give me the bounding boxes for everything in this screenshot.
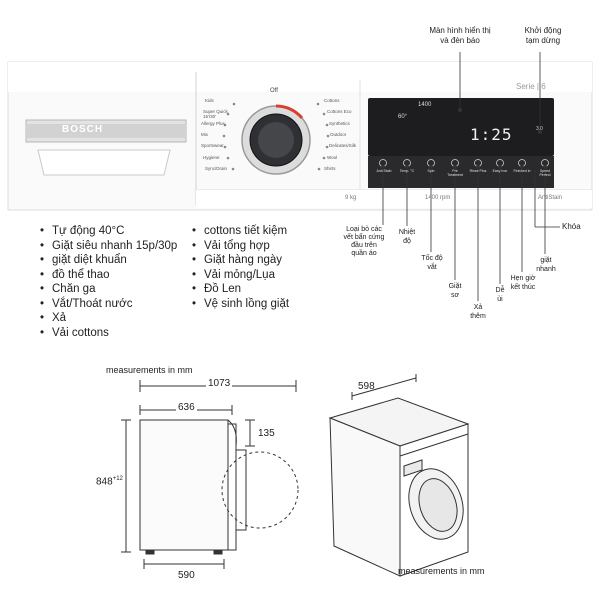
program-vn-right-0: cottons tiết kiệm [192, 224, 289, 239]
dim-height-value: 848 [96, 476, 113, 488]
program-knob-highlight [258, 122, 294, 158]
panel-top-band [8, 62, 592, 92]
callout-temp: Nhiệt độ [398, 229, 416, 245]
knob-progress-arc [275, 104, 304, 120]
strip-weight: 9 kg [345, 195, 357, 201]
program-right-5: Wool [327, 155, 338, 160]
button-strip [368, 156, 554, 188]
program-vn-left-0: Tự động 40°C [40, 224, 177, 239]
program-list-left: Tự động 40°C Giặt siêu nhanh 15p/30p giặ… [40, 224, 177, 340]
program-vn-left-3: đồ thể thao [40, 268, 177, 283]
perspective-view-drawing [328, 374, 470, 577]
program-left-2: Allergy Plus [201, 121, 225, 126]
program-vn-left-7: Vải cottons [40, 326, 177, 341]
display-spin: 1400 [418, 102, 432, 108]
callout-lock: Khóa [562, 222, 581, 231]
program-vn-left-5: Vắt/Thoát nước [40, 297, 177, 312]
strip-rpm: 1400 rpm [425, 195, 451, 201]
program-right-4: Delicates/Silk [329, 143, 357, 148]
program-right-0: Cottons [324, 98, 340, 103]
program-vn-right-4: Đồ Len [192, 282, 289, 297]
panel-bottom-strip [196, 190, 592, 208]
button-callouts [381, 165, 560, 301]
dim-body-depth: 636 [176, 402, 197, 413]
program-vn-left-6: Xả [40, 311, 177, 326]
program-left-5: Hygiene [203, 155, 220, 160]
callout-iron: Dễ ủi [495, 287, 505, 303]
program-left-1: Super Quick 15'/30' [203, 109, 228, 119]
program-vn-right-2: Giặt hàng ngày [192, 253, 289, 268]
button-label-4: Rinse Plus [469, 169, 487, 173]
display-temp: 60° [398, 114, 408, 120]
top-callouts [457, 52, 543, 134]
callout-speed: giặt nhanh [536, 257, 556, 273]
program-vn-left-2: giặt diệt khuẩn [40, 253, 177, 268]
dim-width: 598 [358, 381, 375, 392]
button-label-0: Anti Stain [376, 169, 392, 173]
knob-off-label: Off [270, 88, 278, 94]
program-vn-right-5: Vệ sinh lồng giặt [192, 297, 289, 312]
program-vn-right-3: Vải mỏng/Lụa [192, 268, 289, 283]
program-dots [222, 102, 330, 171]
button-label-5: Easy Iron [492, 169, 508, 173]
dim-total-depth: 1073 [206, 378, 233, 389]
drawer-handle [37, 149, 171, 176]
series-label: Serie | 6 [516, 82, 546, 91]
program-right-1: Cottons Eco [327, 109, 352, 114]
display-tag: 3.0 [536, 126, 543, 132]
drawer-face [26, 124, 186, 138]
strip-antistain: AntiStain [538, 195, 563, 201]
callout-spin: Tốc độ vắt [421, 255, 443, 271]
program-right-2: Synthetics [329, 121, 350, 126]
button-label-row: Anti Stain Temp. °C Spin Pre Treatment R… [368, 169, 554, 187]
measurements-caption-top: measurements in mm [106, 365, 193, 375]
callout-finish: Hẹn giờ kết thúc [510, 275, 536, 291]
button-label-2: Spin [427, 169, 435, 173]
callout-pretreat: Giặt sơ [448, 283, 462, 299]
start-pause-callout-label: Khởi động tạm dừng [524, 26, 562, 45]
program-vn-left-4: Chăn ga [40, 282, 177, 297]
dim-height: 848+12 [96, 476, 123, 487]
button-label-6: Finished in [513, 169, 531, 173]
dim-base-depth: 590 [178, 570, 195, 581]
program-right-6: Shirts [324, 166, 336, 171]
program-left-4: Sportswear [201, 143, 224, 148]
callout-anti-stain: Loại bỏ các vết bẩn cứng đầu trên quần á… [343, 226, 385, 257]
button-label-1: Temp. °C [399, 169, 415, 173]
callout-rinse: Xả thêm [470, 304, 486, 320]
program-vn-right-1: Vải tổng hợp [192, 239, 289, 254]
lcd-display [368, 98, 554, 156]
program-left-3: Mix [201, 132, 208, 137]
side-view-drawing [121, 380, 299, 569]
display-time: 1:25 [470, 125, 513, 144]
program-right-3: Outdoor [330, 132, 347, 137]
program-list-right: cottons tiết kiệm Vải tổng hợp Giặt hàng… [192, 224, 289, 311]
program-left-0: Kids [205, 98, 214, 103]
button-label-7: Speed Perfect [539, 169, 551, 177]
button-label-3: Pre Treatment [447, 169, 463, 177]
program-vn-left-1: Giặt siêu nhanh 15p/30p [40, 239, 177, 254]
dim-height-tolerance: +12 [112, 476, 123, 482]
dim-door-offset: 135 [258, 428, 275, 439]
brand-logo: BOSCH [62, 124, 104, 135]
program-left-6: Sync/Drain [205, 166, 228, 171]
display-callout-label: Màn hình hiển thị và đèn báo [429, 26, 491, 45]
measurements-caption-bottom: measurements in mm [398, 566, 485, 576]
